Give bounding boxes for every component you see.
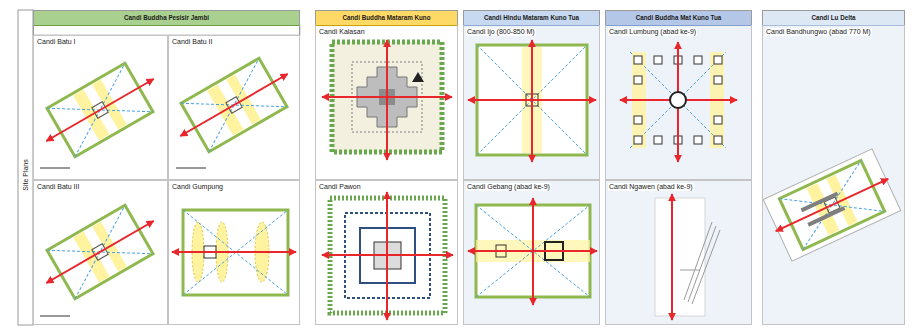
site-plan-cell: Candi Pawon <box>315 180 458 325</box>
site-plan-cell: Candi Ijo (800-850 M) <box>463 25 600 180</box>
site-plan-cell: Candi Ngawen (abad ke-9) <box>605 180 752 325</box>
site-plan-cell: Candi Kalasan <box>315 25 458 180</box>
temple-name: Candi Pawon <box>318 183 362 191</box>
temple-name: Candi Batu III <box>36 183 80 191</box>
site-plan-cell: Candi Batu I <box>33 35 168 180</box>
row-label: Site Plans <box>21 159 29 191</box>
column-heading: Candi Buddha Mataram Kuno <box>316 11 457 26</box>
temple-name: Candi Kalasan <box>318 28 366 36</box>
temple-name: Candi Batu I <box>36 38 77 46</box>
temple-name: Candi Bandhungwo (abad 770 M) <box>765 28 872 36</box>
column-heading: Candi Buddha Mat Kuno Tua <box>606 11 751 26</box>
type-column-panel: Candi Ijo (800-850 M) Candi Gebang (abad … <box>463 10 600 325</box>
temple-name: Candi Lumbung (abad ke-9) <box>608 28 697 36</box>
type-column-panel: Candi Lumbung (abad ke-9) Candi Ngawen (a… <box>605 10 752 325</box>
site-plan-cell: Candi Gebang (abad ke-9) <box>463 180 600 325</box>
temple-name: Candi Gebang (abad ke-9) <box>466 183 551 191</box>
temple-name: Candi Batu II <box>171 38 213 46</box>
type-column-panel: Candi Bandhungwo (abad 770 M) Candi Lu De… <box>762 10 905 325</box>
site-plan-cell: Candi Gumpung <box>168 180 300 325</box>
site-plan-cell: Candi Batu II <box>168 35 300 180</box>
column-heading: Candi Buddha Pesisir Jambi <box>34 11 299 26</box>
temple-name: Candi Ijo (800-850 M) <box>466 28 536 36</box>
site-plan-cell: Candi Lumbung (abad ke-9) <box>605 25 752 180</box>
temple-name: Candi Ngawen (abad ke-9) <box>608 183 694 191</box>
site-plan-cell: Candi Bandhungwo (abad 770 M) <box>762 25 905 325</box>
column-heading: Candi Hindu Mataram Kuno Tua <box>464 11 599 26</box>
type-column-panel: Candi Batu I Candi Batu II Candi Batu III C… <box>33 10 300 325</box>
column-heading: Candi Lu Delta <box>763 11 904 26</box>
site-plan-cell: Candi Batu III <box>33 180 168 325</box>
temple-name: Candi Gumpung <box>171 183 224 191</box>
type-column-panel: Candi KalasanCandi Pawon Candi Buddha Mat… <box>315 10 458 325</box>
